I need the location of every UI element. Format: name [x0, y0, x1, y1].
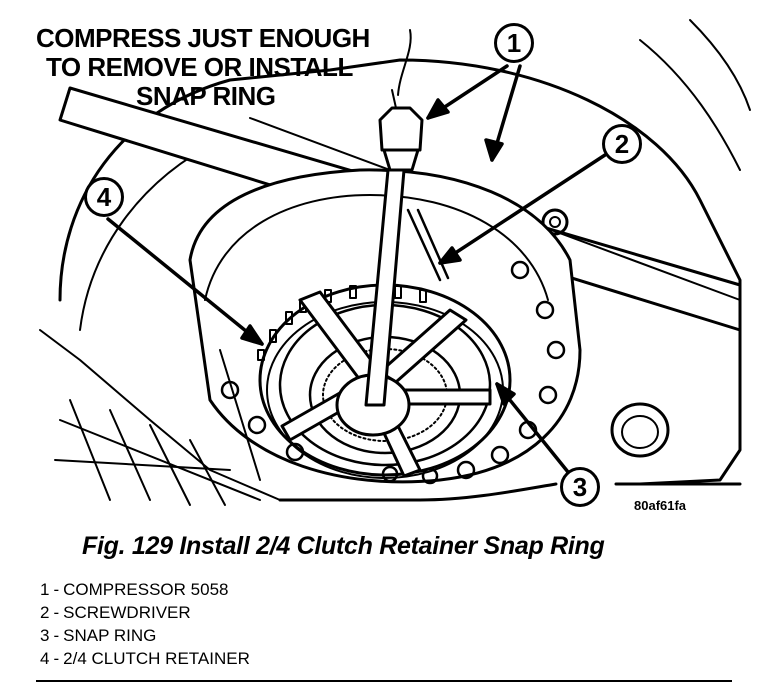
bottom-rule: [36, 680, 732, 682]
legend-item: 2-SCREWDRIVER: [40, 601, 250, 624]
callout-2: 2: [602, 124, 642, 164]
legend-item: 3-SNAP RING: [40, 624, 250, 647]
legend-label: SNAP RING: [63, 626, 157, 645]
legend-label: COMPRESSOR 5058: [63, 580, 229, 599]
case-lattice: [54, 349, 261, 506]
figure-code: 80af61fa: [634, 498, 687, 513]
instruction-line-1: COMPRESS JUST ENOUGH: [36, 23, 370, 53]
legend-number: 1: [40, 580, 50, 599]
transmission-illustration: [39, 19, 751, 506]
case-upper-right: [639, 39, 741, 171]
legend-number: 3: [40, 626, 50, 645]
case-bore-lip: [204, 194, 549, 301]
compressor-nut-lower: [382, 148, 420, 172]
leader-2: [438, 153, 607, 265]
instruction-leader: [397, 29, 412, 96]
legend-label: 2/4 CLUTCH RETAINER: [63, 649, 250, 668]
compressor-nut: [378, 106, 424, 152]
legend-item: 4-2/4 CLUTCH RETAINER: [40, 647, 250, 670]
legend-separator: -: [53, 649, 60, 668]
legend-number: 4: [40, 649, 50, 668]
leader-4: [106, 217, 264, 346]
callout-1: 1: [494, 23, 534, 63]
leader-3: [495, 382, 570, 474]
case-upper-right-2: [689, 19, 751, 111]
leader-1a: [426, 64, 509, 120]
callout-4: 4: [84, 177, 124, 217]
compressor-handle: [391, 89, 397, 109]
case-plug-inner: [621, 415, 659, 449]
instruction-line-2: TO REMOVE OR INSTALL: [46, 52, 353, 82]
legend-separator: -: [53, 580, 60, 599]
legend: 1-COMPRESSOR 5058 2-SCREWDRIVER 3-SNAP R…: [40, 578, 250, 670]
legend-separator: -: [53, 603, 60, 622]
screwdriver: [406, 208, 450, 282]
instruction-text: COMPRESS JUST ENOUGH TO REMOVE OR INSTAL…: [36, 24, 416, 111]
legend-label: SCREWDRIVER: [63, 603, 191, 622]
legend-item: 1-COMPRESSOR 5058: [40, 578, 250, 601]
figure-caption: Fig. 129 Install 2/4 Clutch Retainer Sna…: [82, 532, 605, 560]
callout-3: 3: [560, 467, 600, 507]
case-left-edge: [39, 329, 281, 501]
case-bottom: [278, 482, 558, 502]
instruction-line-3: SNAP RING: [136, 81, 276, 111]
bar-bolt-hole: [541, 208, 569, 236]
legend-separator: -: [53, 626, 60, 645]
legend-number: 2: [40, 603, 50, 622]
leader-1b: [484, 64, 522, 162]
bar-bolt-hole-inner: [549, 216, 561, 228]
case-plug: [610, 402, 670, 458]
